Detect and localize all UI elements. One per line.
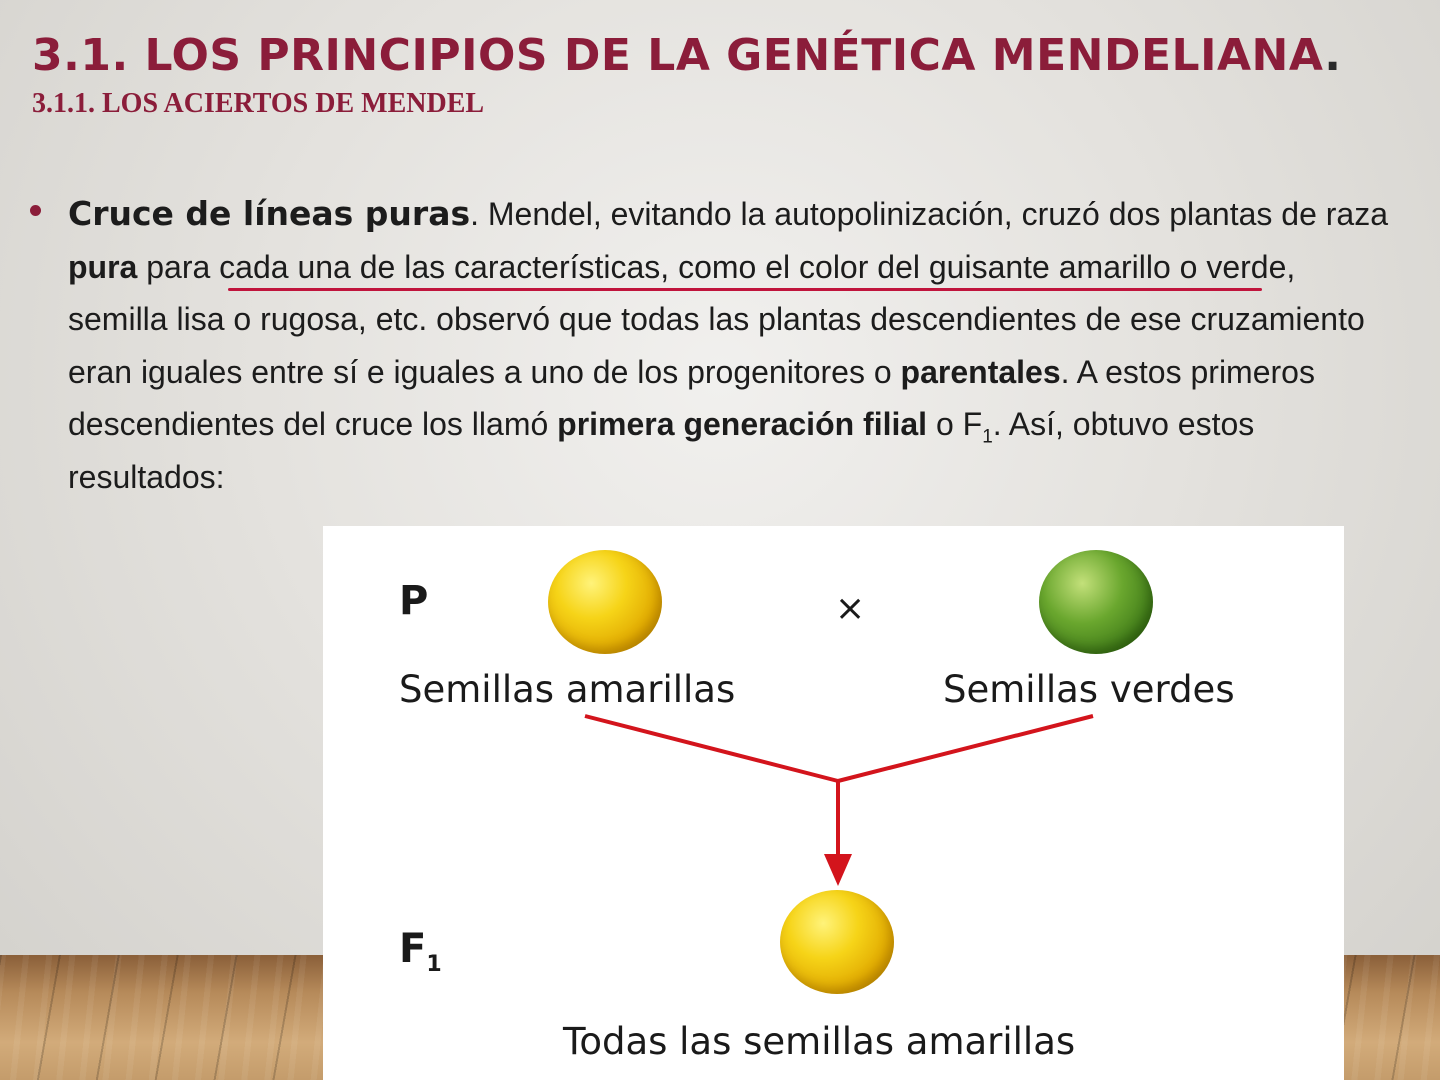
yellow-seeds-caption: Semillas amarillas	[399, 668, 736, 711]
arrow-head-icon	[824, 854, 852, 886]
f1-yellow-seed-icon	[780, 890, 894, 994]
paragraph-text-3: . A estos primeros descendientes del cru…	[68, 353, 1315, 443]
green-seeds-caption: Semillas verdes	[943, 668, 1235, 711]
slide-title: 3.1. LOS PRINCIPIOS DE LA GENÉTICA MENDE…	[32, 30, 1341, 81]
term-parentales: parentales	[900, 353, 1061, 390]
term-primera-generacion-filial: primera generación filial	[557, 406, 928, 442]
f1-subscript: 1	[982, 426, 993, 448]
term-pura: pura	[68, 248, 138, 285]
f1-label-letter: F	[399, 926, 427, 972]
cross-line-arrow	[584, 714, 1094, 783]
paragraph-text-1: . Mendel, evitando la autopolinización, …	[470, 196, 1389, 232]
bullet-paragraph: Cruce de líneas puras. Mendel, evitando …	[68, 188, 1388, 503]
yellow-seed-icon	[548, 550, 662, 654]
bullet-icon	[30, 205, 41, 216]
f1-label-subscript: 1	[426, 952, 442, 977]
slide-title-text: 3.1. LOS PRINCIPIOS DE LA GENÉTICA MENDE…	[32, 30, 1325, 81]
red-underline-annotation	[228, 288, 1262, 291]
slide-title-period: .	[1324, 30, 1342, 81]
bullet-lead-term: Cruce de líneas puras	[68, 194, 471, 233]
f1-label: F1	[399, 926, 442, 977]
cross-symbol: ×	[835, 588, 866, 629]
paragraph-text-4: o F	[927, 406, 983, 442]
parental-label: P	[399, 578, 429, 624]
green-seed-icon	[1039, 550, 1153, 654]
paragraph-text-2: para cada una de las características, co…	[68, 248, 1365, 390]
slide-subtitle: 3.1.1. LOS ACIERTOS DE MENDEL	[32, 88, 485, 119]
paragraph-text-5: . Así, obtuvo estos resultados:	[68, 406, 1255, 495]
mendel-cross-figure: P × Semillas amarillas Semillas verdes F…	[323, 526, 1344, 1080]
cross-arrows	[584, 714, 1094, 886]
f1-result-caption: Todas las semillas amarillas	[563, 1020, 1076, 1063]
